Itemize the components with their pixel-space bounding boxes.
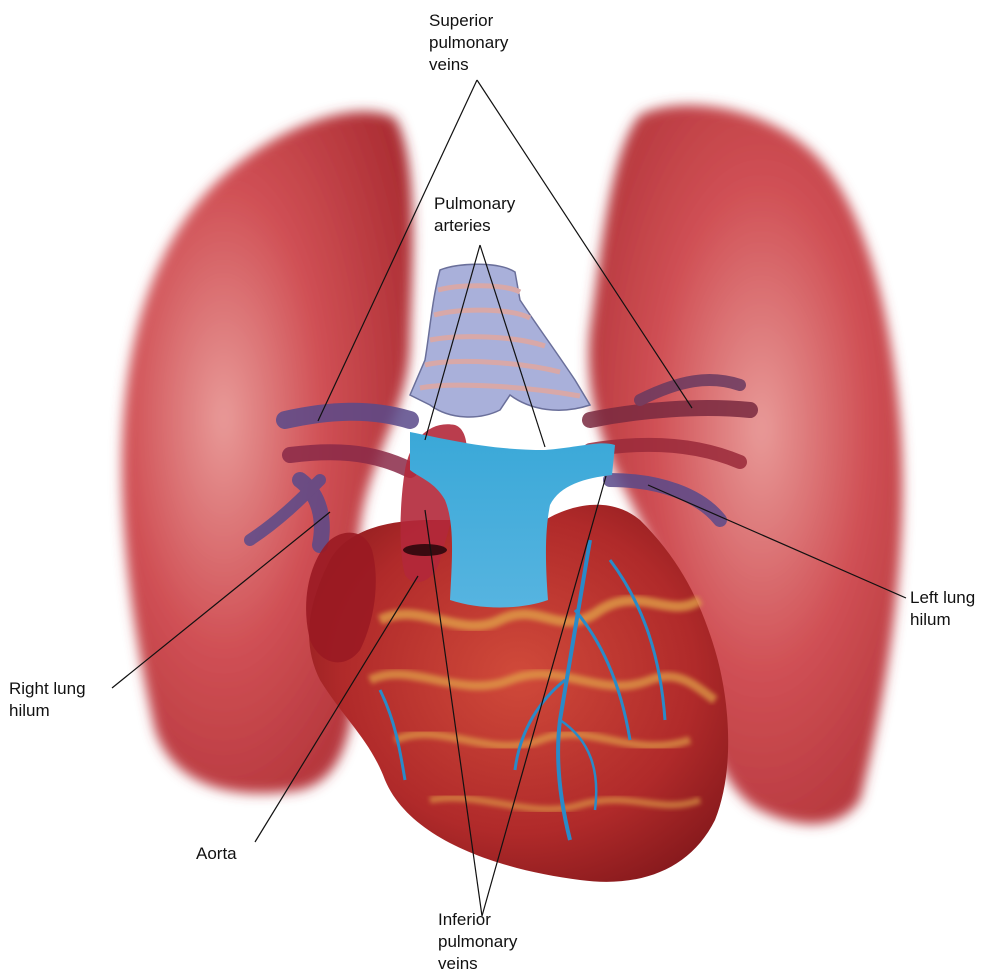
trachea [410, 264, 590, 417]
label-line: Inferior [438, 909, 517, 931]
label-left-lung-hilum: Left lung hilum [910, 587, 975, 631]
label-line: pulmonary [438, 931, 517, 953]
label-line: veins [438, 953, 517, 975]
label-right-lung-hilum: Right lung hilum [9, 678, 86, 722]
label-line: Left lung [910, 587, 975, 609]
label-pulmonary-arteries: Pulmonary arteries [434, 193, 515, 237]
label-line: Superior [429, 10, 508, 32]
label-line: Aorta [196, 843, 237, 865]
label-aorta: Aorta [196, 843, 237, 865]
label-line: hilum [910, 609, 975, 631]
label-line: Right lung [9, 678, 86, 700]
label-line: Pulmonary [434, 193, 515, 215]
label-inferior-pulmonary-veins: Inferior pulmonary veins [438, 909, 517, 975]
label-line: arteries [434, 215, 515, 237]
label-superior-pulmonary-veins: Superior pulmonary veins [429, 10, 508, 76]
label-line: veins [429, 54, 508, 76]
label-line: pulmonary [429, 32, 508, 54]
label-line: hilum [9, 700, 86, 722]
